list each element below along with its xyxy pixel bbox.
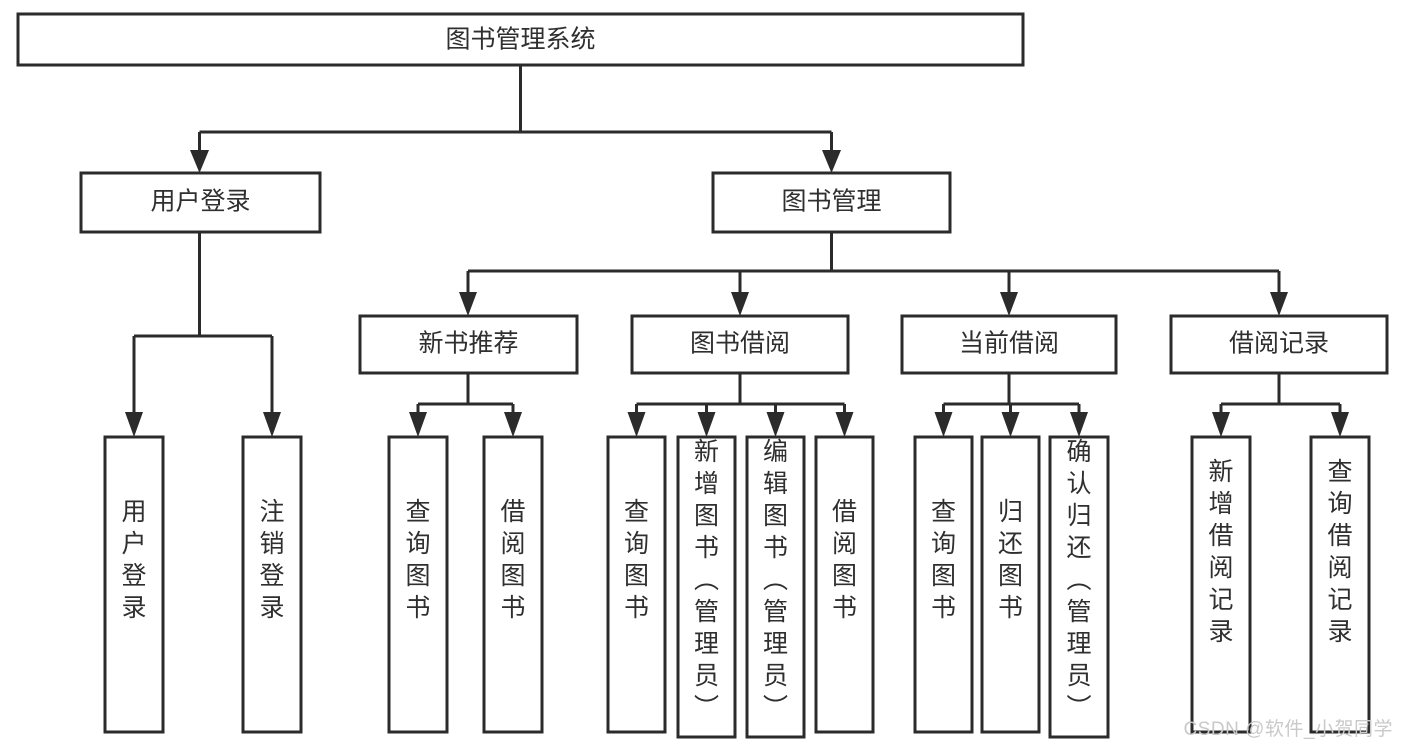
arrow-head-leaf-return-book — [1001, 412, 1020, 437]
arrow-head-leaf-query-book-1 — [409, 412, 427, 437]
node-book-manage-label: 图书管理 — [781, 188, 881, 216]
arrow-head-leaf-edit-book-admin — [766, 412, 785, 437]
arrow-head-leaf-confirm-return-admin — [1070, 412, 1088, 437]
node-leaf-user-login[interactable]: 用户登录 — [103, 435, 165, 734]
node-leaf-return-book-box — [980, 435, 1041, 734]
node-leaf-query-borrow-record-label: 查询借阅记录 — [1327, 458, 1352, 646]
node-leaf-confirm-return-admin-label: 确认归还︵管理员︶ — [1066, 438, 1091, 722]
node-leaf-edit-book-admin-label: 编辑图书︵管理员︶ — [763, 438, 788, 722]
node-leaf-user-login-box — [103, 435, 165, 734]
node-book-borrow-box — [630, 314, 850, 375]
arrow-head-leaf-query-borrow-record — [1331, 412, 1349, 437]
node-book-manage[interactable]: 图书管理 — [711, 171, 952, 234]
node-book-borrow[interactable]: 图书借阅 — [630, 314, 850, 375]
node-borrow-record-box — [1169, 314, 1389, 375]
node-leaf-user-logout-box — [241, 435, 303, 734]
node-root[interactable]: 图书管理系统 — [16, 12, 1025, 67]
node-leaf-return-book[interactable]: 归还图书 — [980, 435, 1041, 734]
node-leaf-add-book-admin-label: 新增图书︵管理员︶ — [694, 438, 719, 722]
node-user-login-box — [79, 171, 322, 234]
node-new-book-rec-box — [358, 314, 579, 375]
node-leaf-query-book-2[interactable]: 查询图书 — [606, 435, 667, 734]
connectors-group — [125, 65, 1349, 437]
node-leaf-query-borrow-record-box — [1309, 435, 1371, 734]
node-leaf-query-book-1[interactable]: 查询图书 — [387, 435, 449, 734]
node-leaf-borrow-book-2-box — [814, 435, 875, 734]
node-leaf-query-borrow-record[interactable]: 查询借阅记录 — [1309, 435, 1371, 734]
arrow-head-current-borrow — [1000, 292, 1018, 316]
arrow-head-book-borrow — [731, 292, 749, 316]
node-leaf-query-book-3-label: 查询图书 — [931, 498, 956, 622]
node-leaf-confirm-return-admin[interactable]: 确认归还︵管理员︶ — [1048, 435, 1110, 739]
node-leaf-add-borrow-record-label: 新增借阅记录 — [1208, 458, 1233, 646]
arrow-head-user-login — [190, 150, 209, 173]
node-leaf-borrow-book-1-label: 借阅图书 — [500, 498, 525, 622]
node-borrow-record[interactable]: 借阅记录 — [1169, 314, 1389, 375]
arrow-head-leaf-add-book-admin — [697, 412, 716, 437]
node-book-manage-box — [711, 171, 952, 234]
node-leaf-add-borrow-record[interactable]: 新增借阅记录 — [1190, 435, 1252, 734]
node-leaf-edit-book-admin-box — [745, 435, 806, 739]
node-leaf-add-borrow-record-box — [1190, 435, 1252, 734]
node-leaf-query-book-1-label: 查询图书 — [405, 498, 430, 622]
node-leaf-borrow-book-2[interactable]: 借阅图书 — [814, 435, 875, 734]
node-leaf-confirm-return-admin-box — [1048, 435, 1110, 739]
node-leaf-user-login-label: 用户登录 — [121, 498, 146, 622]
arrow-head-leaf-query-book-3 — [934, 412, 953, 437]
node-leaf-query-book-3-box — [913, 435, 974, 734]
node-leaf-borrow-book-1-box — [482, 435, 544, 734]
node-leaf-return-book-label: 归还图书 — [998, 498, 1023, 622]
node-new-book-rec[interactable]: 新书推荐 — [358, 314, 579, 375]
node-leaf-add-book-admin-box — [676, 435, 737, 739]
arrow-head-book-manage — [822, 150, 841, 173]
node-new-book-rec-label: 新书推荐 — [418, 330, 518, 358]
node-current-borrow[interactable]: 当前借阅 — [900, 314, 1118, 375]
arrow-head-leaf-borrow-book-2 — [835, 412, 854, 437]
arrow-head-leaf-user-logout — [263, 412, 281, 437]
node-borrow-record-label: 借阅记录 — [1229, 330, 1329, 358]
arrow-head-borrow-record — [1270, 292, 1288, 316]
node-leaf-user-logout-label: 注销登录 — [259, 498, 284, 622]
node-root-label: 图书管理系统 — [445, 26, 595, 54]
node-root-box — [16, 12, 1025, 67]
arrow-head-new-book-rec — [459, 292, 477, 316]
node-current-borrow-label: 当前借阅 — [959, 330, 1059, 358]
node-user-login[interactable]: 用户登录 — [79, 171, 322, 234]
arrow-head-leaf-borrow-book-1 — [504, 412, 522, 437]
node-user-login-label: 用户登录 — [150, 188, 250, 216]
node-leaf-user-logout[interactable]: 注销登录 — [241, 435, 303, 734]
node-leaf-query-book-2-label: 查询图书 — [624, 498, 649, 622]
node-leaf-borrow-book-2-label: 借阅图书 — [832, 498, 857, 622]
node-leaf-query-book-1-box — [387, 435, 449, 734]
arrow-head-leaf-add-borrow-record — [1212, 412, 1230, 437]
node-leaf-add-book-admin[interactable]: 新增图书︵管理员︶ — [676, 435, 737, 739]
node-leaf-query-book-2-box — [606, 435, 667, 734]
arrow-head-leaf-query-book-2 — [627, 412, 646, 437]
node-leaf-borrow-book-1[interactable]: 借阅图书 — [482, 435, 544, 734]
node-leaf-query-book-3[interactable]: 查询图书 — [913, 435, 974, 734]
node-book-borrow-label: 图书借阅 — [690, 330, 790, 358]
node-leaf-edit-book-admin[interactable]: 编辑图书︵管理员︶ — [745, 435, 806, 739]
node-current-borrow-box — [900, 314, 1118, 375]
arrow-head-leaf-user-login — [125, 412, 143, 437]
